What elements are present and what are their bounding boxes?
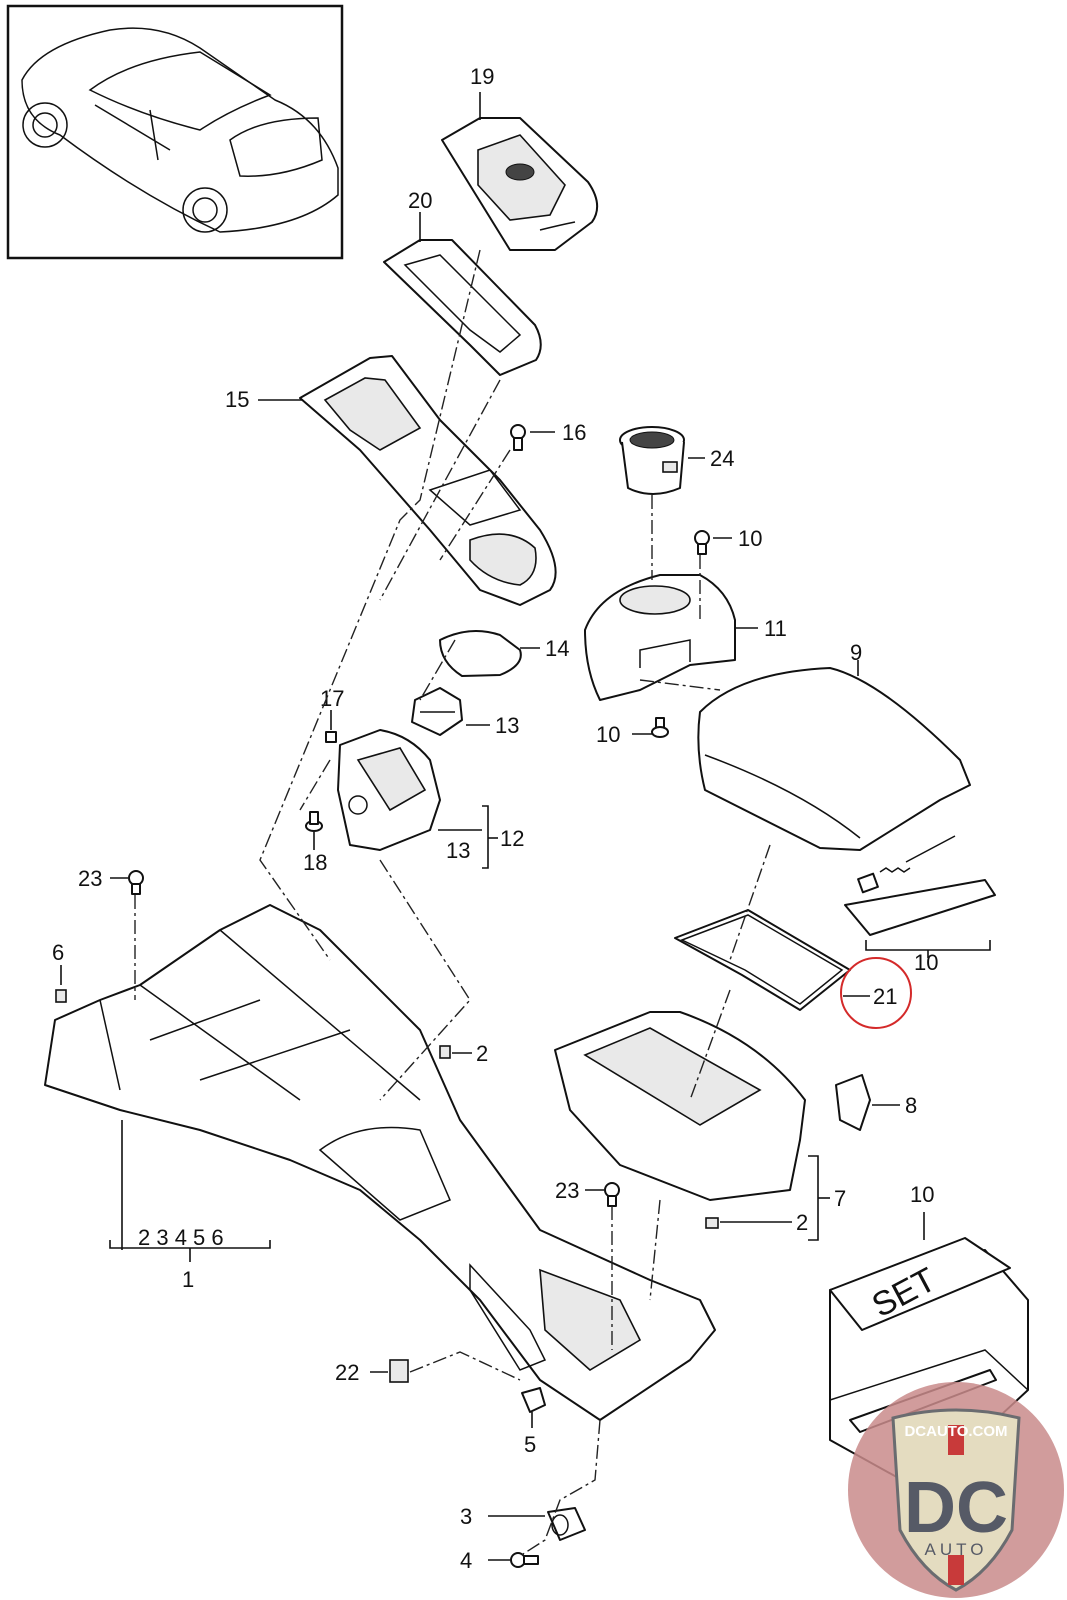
callout-1: 1 bbox=[182, 1267, 194, 1292]
inset-frame bbox=[6, 4, 344, 260]
callout-13-lower: 13 bbox=[446, 838, 470, 863]
part-14-lid bbox=[439, 630, 522, 677]
callout-21: 21 bbox=[873, 984, 897, 1009]
callout-2-console: 2 bbox=[476, 1041, 488, 1066]
watermark-shield bbox=[891, 1408, 1021, 1592]
callout-1-group: 2 3 4 5 6 bbox=[138, 1225, 224, 1250]
callout-8: 8 bbox=[905, 1093, 917, 1118]
part-12-cupholder-assembly bbox=[337, 729, 441, 851]
part-3-bracket bbox=[547, 1507, 586, 1541]
part-13-insert bbox=[411, 687, 463, 736]
callout-10-hinge: 10 bbox=[914, 950, 938, 975]
part-4-screw bbox=[510, 1552, 539, 1568]
callout-10-upper: 10 bbox=[738, 526, 762, 551]
part-2-clip-bin bbox=[705, 1217, 719, 1229]
watermark-site: DCAUTO.COM bbox=[904, 1423, 1007, 1440]
part-16-screw bbox=[510, 424, 526, 451]
callout-12: 12 bbox=[500, 826, 524, 851]
callout-23-right: 23 bbox=[555, 1178, 579, 1203]
callout-7: 7 bbox=[834, 1186, 846, 1211]
part-1-console-base bbox=[44, 904, 716, 1421]
part-9-armrest-lid bbox=[697, 667, 971, 851]
part-23-screw-right bbox=[604, 1182, 620, 1207]
callout-17: 17 bbox=[320, 686, 344, 711]
car-outline-icon bbox=[21, 27, 339, 233]
callout-5: 5 bbox=[524, 1432, 536, 1457]
callout-16: 16 bbox=[562, 420, 586, 445]
callout-4: 4 bbox=[460, 1548, 472, 1573]
callout-11: 11 bbox=[764, 616, 787, 641]
part-10-screw-lower bbox=[651, 717, 669, 738]
callout-3: 3 bbox=[460, 1504, 472, 1529]
part-11-cupholder-housing bbox=[584, 574, 736, 701]
part-2-clip-console bbox=[439, 1045, 451, 1059]
callout-6: 6 bbox=[52, 940, 64, 965]
part-23-screw-left bbox=[128, 870, 144, 895]
part-6-clip bbox=[55, 989, 67, 1003]
callout-13-upper: 13 bbox=[495, 713, 519, 738]
part-19-selector-cover bbox=[441, 117, 599, 251]
part-20-trim-frame bbox=[383, 239, 542, 376]
callout-24: 24 bbox=[710, 446, 734, 471]
part-24-cup-insert bbox=[619, 426, 685, 495]
part-22-cover bbox=[389, 1359, 409, 1383]
callout-19: 19 bbox=[470, 64, 494, 89]
highlight-ring bbox=[840, 957, 912, 1029]
callout-2-bin: 2 bbox=[796, 1210, 808, 1235]
watermark-sub: AUTO bbox=[925, 1540, 988, 1559]
part-8-clip bbox=[835, 1074, 871, 1131]
callout-10-lower: 10 bbox=[596, 722, 620, 747]
callout-14: 14 bbox=[545, 636, 569, 661]
callout-23-left: 23 bbox=[78, 866, 102, 891]
watermark-logo: DC bbox=[904, 1468, 1008, 1548]
part-10-hinge-set bbox=[844, 835, 996, 936]
callout-22: 22 bbox=[335, 1360, 359, 1385]
dcauto-watermark: DCAUTO.COM DC AUTO bbox=[848, 1382, 1064, 1598]
part-15-console-panel bbox=[299, 355, 557, 606]
part-21-mat bbox=[674, 909, 851, 1011]
part-18-screw bbox=[305, 811, 323, 832]
callout-10-set: 10 bbox=[910, 1182, 934, 1207]
callout-15: 15 bbox=[225, 387, 249, 412]
callout-9: 9 bbox=[850, 640, 862, 665]
callout-18: 18 bbox=[303, 850, 327, 875]
part-17-nut bbox=[325, 731, 337, 743]
vehicle-inset bbox=[6, 4, 344, 260]
part-10-screw-upper bbox=[694, 530, 710, 555]
callout-20: 20 bbox=[408, 188, 432, 213]
part-5-bushing bbox=[521, 1387, 546, 1413]
assembly-lines bbox=[134, 249, 771, 1557]
part-7-storage-bin bbox=[554, 1011, 806, 1201]
